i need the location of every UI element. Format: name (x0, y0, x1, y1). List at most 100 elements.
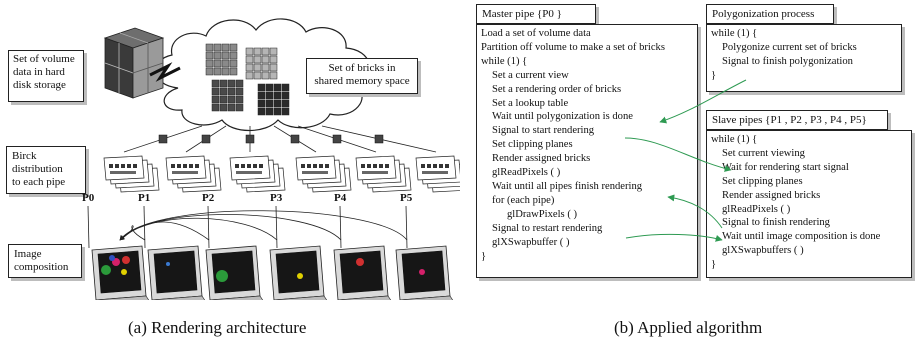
graphics-board-icon (415, 155, 460, 193)
pipe-label: P4 (334, 192, 347, 204)
code-line: Signal to restart rendering (492, 222, 603, 234)
code-line: Load a set of volume data (481, 28, 591, 39)
code-line: while (1) { (481, 55, 528, 67)
polygonization-code: while (1) { Polygonize current set of bri… (706, 24, 902, 92)
graphics-board-icon (355, 155, 412, 193)
code-line: Set clipping planes (492, 139, 573, 151)
code-line: Set a current view (492, 69, 569, 81)
brick-chunk-icon (158, 134, 168, 144)
monitor-row (91, 245, 454, 300)
volume-label-line: data in hard (13, 66, 65, 78)
composition-arrow (119, 210, 408, 241)
monitor-icon (205, 245, 264, 300)
bricks-label: Set of bricks in shared memory space (306, 58, 418, 94)
code-line: glReadPixels ( ) (492, 167, 561, 179)
brick-chunk-icon (245, 134, 255, 144)
master-pipe-title: Master pipe {P0 } (476, 4, 596, 24)
monitor-icon (269, 245, 328, 300)
brick-chunk-icon (332, 134, 342, 144)
volume-label-line: Set of volume (13, 53, 75, 65)
monitor-icon (147, 245, 206, 300)
code-line: Set a lookup table (492, 97, 569, 109)
render-blob (216, 270, 228, 282)
code-line: Set clipping planes (722, 175, 803, 187)
polygonization-title: Polygonization process (706, 4, 834, 24)
code-line: glReadPixels ( ) (722, 203, 791, 215)
code-line: Set a rendering order of bricks (492, 83, 622, 95)
pipe-connection-line (143, 205, 146, 249)
pipe-connection-lines (87, 205, 408, 249)
composition-arrow (119, 214, 342, 241)
code-line: Render assigned bricks (492, 153, 591, 165)
caption-a: (a) Rendering architecture (128, 318, 307, 337)
monitor-icon (91, 245, 150, 300)
pipe-connection-line (207, 205, 210, 249)
graphics-board-icon (295, 155, 352, 193)
pipe-connection-line (87, 205, 90, 249)
brick-chunk-icon (374, 134, 384, 144)
transfer-bolt-icon (149, 62, 181, 82)
composition-arrows (119, 210, 408, 241)
monitor-icon (333, 245, 392, 300)
volume-data-cube (103, 27, 165, 99)
code-line: Render assigned bricks (722, 189, 821, 201)
distribution-label-line: distribution (12, 163, 63, 175)
render-blob (297, 273, 303, 279)
monitor-icon (395, 245, 454, 300)
pipe-label: P0 (82, 192, 95, 204)
render-blob (419, 269, 425, 275)
code-line: Set current viewing (722, 147, 805, 159)
brick-set-icons (205, 43, 290, 116)
render-blob (121, 269, 127, 275)
graphics-board-icon (103, 155, 160, 193)
brick-set-icon (245, 47, 278, 80)
code-line: for (each pipe) (492, 194, 555, 206)
image-label-line: Image (14, 248, 42, 260)
brick-set-icon (205, 43, 238, 76)
code-line: } (711, 69, 717, 81)
render-blob (101, 265, 111, 275)
bricks-label-line: shared memory space (314, 75, 410, 87)
code-line: Signal to finish polygonization (722, 55, 853, 67)
code-line: Wait for rendering start signal (722, 161, 849, 173)
code-line: } (711, 259, 717, 271)
graphics-board-icon (229, 155, 286, 193)
image-label-line: composition (14, 261, 69, 273)
distribution-label-line: Birck (12, 150, 37, 162)
render-blob (356, 258, 364, 266)
pipe-connection-line (339, 205, 342, 249)
pipe-label: P1 (138, 192, 151, 204)
pipe-label: P3 (270, 192, 283, 204)
composition-arrow (119, 217, 278, 241)
code-line: Signal to start rendering (492, 125, 595, 137)
code-line: Wait until polygonization is done (492, 111, 633, 123)
bricks-label-line: Set of bricks in (328, 62, 396, 74)
graphics-board-stacks (103, 155, 460, 193)
code-line: Wait until all pipes finish rendering (492, 180, 643, 192)
graphics-board-icon (165, 155, 222, 193)
code-line: Partition off volume to make a set of br… (481, 41, 665, 53)
pipe-connection-line (275, 205, 278, 249)
rendering-architecture-figure (87, 18, 460, 300)
slave-pipes-title: Slave pipes {P1 , P2 , P3 , P4 , P5} (706, 110, 888, 130)
caption-b: (b) Applied algorithm (614, 318, 763, 337)
composition-arrow (119, 225, 146, 241)
code-line: while (1) { (711, 134, 758, 145)
pipe-label: P5 (400, 192, 413, 204)
distribution-label-line: to each pipe (12, 176, 66, 188)
brick-chunk-icon (290, 134, 300, 144)
volume-data-label: Set of volume data in hard disk storage (8, 50, 84, 102)
pipe-label: P2 (202, 192, 215, 204)
code-line: glXSwapbuffers ( ) (722, 245, 804, 257)
distribution-lines (123, 125, 437, 153)
code-line: glXSwapbuffer ( ) (492, 236, 570, 248)
code-line: while (1) { (711, 28, 758, 39)
render-blob (109, 255, 115, 261)
brick-set-icon (211, 79, 244, 112)
code-line: Polygonize current set of bricks (722, 41, 857, 53)
code-line: } (481, 250, 487, 262)
render-blob (166, 262, 170, 266)
code-line: Wait until image composition is done (722, 231, 881, 243)
